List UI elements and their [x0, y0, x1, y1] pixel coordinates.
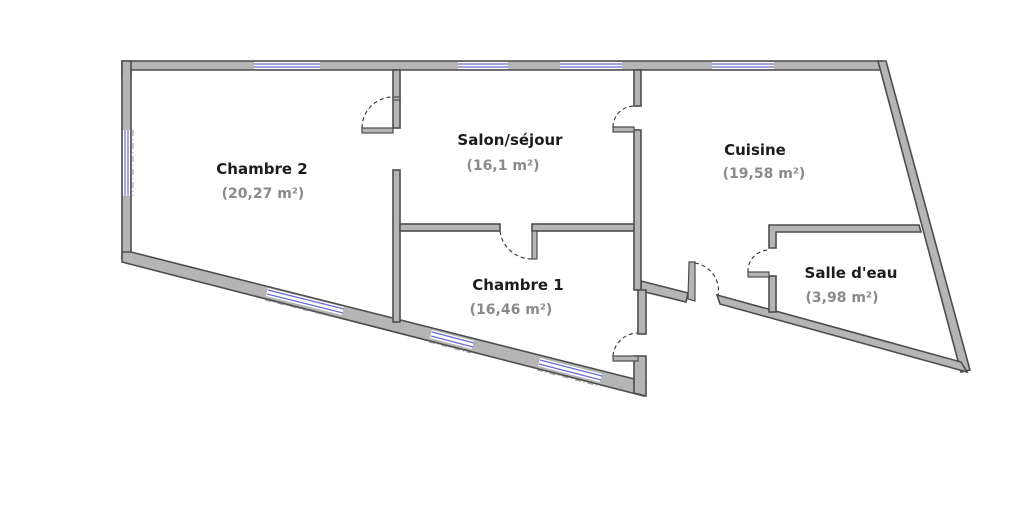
room-chambre-1: Chambre 1 (16,46 m²) — [470, 276, 564, 318]
door-chambre1-top — [499, 230, 538, 260]
room-area: (16,46 m²) — [470, 302, 553, 318]
kitchen-lower-wall — [640, 279, 689, 303]
chambre1-right-wall — [633, 355, 647, 398]
room-salle-eau: Salle d'eau (3,98 m²) — [805, 264, 898, 306]
window-diag-chambre1-2 — [536, 358, 603, 387]
door-entrance — [687, 261, 720, 302]
room-chambre-2: Chambre 2 (20,27 m²) — [216, 160, 307, 202]
wall-salon-chambre1-right — [531, 223, 639, 232]
wall-salle-eau-top — [768, 224, 923, 249]
room-name: Cuisine — [724, 141, 786, 159]
room-area: (16,1 m²) — [467, 158, 540, 174]
window-top-salon-1 — [458, 62, 508, 69]
wall-salon-cuisine-bottom — [633, 129, 642, 291]
wall-salon-chambre1-left — [399, 223, 501, 232]
room-area: (3,98 m²) — [806, 290, 879, 306]
room-name: Salon/séjour — [457, 131, 563, 149]
room-name: Chambre 1 — [472, 276, 563, 294]
wall-salle-eau-left — [768, 275, 777, 313]
door-salon — [612, 105, 635, 133]
room-area: (19,58 m²) — [723, 166, 806, 182]
window-top-salon-2 — [560, 62, 622, 69]
door-chambre2 — [361, 96, 401, 134]
windows — [123, 62, 774, 387]
room-salon: Salon/séjour (16,1 m²) — [457, 131, 563, 174]
right-diagonal-wall — [876, 60, 971, 373]
window-top-cuisine — [712, 62, 774, 69]
door-salle-eau — [747, 249, 770, 278]
bottom-right-wall — [715, 293, 969, 374]
window-left-chambre2 — [123, 130, 134, 196]
doors — [361, 96, 770, 362]
interior-walls — [392, 69, 923, 335]
room-cuisine: Cuisine (19,58 m²) — [723, 141, 806, 182]
wall-chambre1-right — [637, 289, 647, 335]
room-name: Chambre 2 — [216, 160, 307, 178]
room-labels: Chambre 2 (20,27 m²) Salon/séjour (16,1 … — [216, 131, 897, 318]
door-chambre1-right — [612, 332, 639, 362]
room-area: (20,27 m²) — [222, 186, 305, 202]
lower-left-diagonal-wall — [121, 251, 647, 397]
window-diag-chambre2 — [264, 288, 345, 320]
wall-chambre2-chambre1 — [392, 169, 401, 323]
wall-salon-cuisine-top — [633, 69, 642, 107]
exterior-walls — [121, 60, 971, 398]
window-diag-chambre1-1 — [428, 330, 475, 354]
window-top-chambre2 — [254, 62, 320, 69]
room-name: Salle d'eau — [805, 264, 898, 282]
